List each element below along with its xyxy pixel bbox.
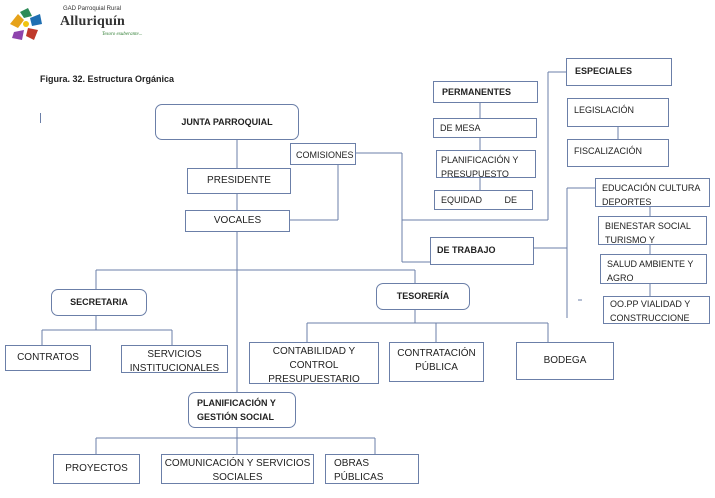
node-bienestar: BIENESTAR SOCIAL TURISMO Y <box>598 216 707 245</box>
node-permanentes: PERMANENTES <box>433 81 538 103</box>
node-tesoreria: TESORERÍA <box>376 283 470 310</box>
node-legislacion: LEGISLACIÓN <box>567 98 669 127</box>
node-obras-publicas: OBRAS PÚBLICAS <box>325 454 419 484</box>
node-educacion: EDUCACIÓN CULTURA DEPORTES <box>595 178 710 207</box>
logo <box>6 6 166 44</box>
node-planificacion-gestion-social: PLANIFICACIÓN Y GESTIÓN SOCIAL <box>188 392 296 428</box>
logo-emblem-icon <box>10 8 42 40</box>
node-planificacion-presupuesto: PLANIFICACIÓN Y PRESUPUESTO <box>436 150 536 178</box>
node-vocales: VOCALES <box>185 210 290 232</box>
node-presidente: PRESIDENTE <box>187 168 291 194</box>
org-title: Alluriquín <box>60 14 126 29</box>
node-fiscalizacion: FISCALIZACIÓN <box>567 139 669 167</box>
node-oopp: OO.PP VIALIDAD Y CONSTRUCCIONE <box>603 296 710 324</box>
node-especiales: ESPECIALES <box>566 58 672 86</box>
node-contratos: CONTRATOS <box>5 345 91 371</box>
node-proyectos: PROYECTOS <box>53 454 140 484</box>
node-comunicacion: COMUNICACIÓN Y SERVICIOS SOCIALES <box>161 454 314 484</box>
node-comisiones: COMISIONES <box>290 143 356 165</box>
text-cursor-mark <box>40 113 41 123</box>
node-contratacion-publica: CONTRATACIÓN PÚBLICA <box>389 342 484 382</box>
node-bodega: BODEGA <box>516 342 614 380</box>
node-salud: SALUD AMBIENTE Y AGRO <box>600 254 707 284</box>
org-subtitle: GAD Parroquial Rural <box>63 6 122 12</box>
node-equidad: EQUIDAD DE <box>434 190 533 210</box>
node-junta-parroquial: JUNTA PARROQUIAL <box>155 104 299 140</box>
node-de-trabajo: DE TRABAJO <box>430 237 534 265</box>
node-contabilidad: CONTABILIDAD Y CONTROL PRESUPUESTARIO <box>249 342 379 384</box>
node-secretaria: SECRETARIA <box>51 289 147 316</box>
figure-caption: Figura. 32. Estructura Orgánica <box>40 74 175 84</box>
org-tagline: Tesoro exuberante... <box>102 32 143 37</box>
node-servicios-institucionales: SERVICIOS INSTITUCIONALES <box>121 345 228 373</box>
node-de-mesa: DE MESA <box>433 118 537 138</box>
